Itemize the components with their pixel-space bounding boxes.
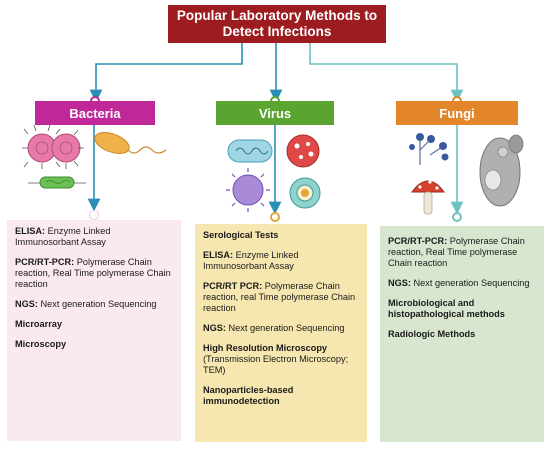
method-item: Serological Tests bbox=[203, 230, 279, 240]
method-item: PCR/RT PCR: Polymerase Chain reaction, r… bbox=[203, 281, 356, 313]
rod-bacterium-icon bbox=[28, 176, 86, 189]
method-item: PCR/RT-PCR: Polymerase Chain reaction, R… bbox=[15, 257, 171, 289]
connector-title-bacteria bbox=[89, 43, 243, 103]
filovirus-icon bbox=[227, 139, 273, 163]
method-item: PCR/RT-PCR: Polymerase Chain reaction, R… bbox=[388, 236, 525, 268]
rotavirus-icon bbox=[289, 177, 321, 209]
method-item: Radiologic Methods bbox=[388, 329, 476, 339]
mushroom-icon bbox=[411, 180, 445, 215]
spiky-virus-icon bbox=[226, 168, 270, 212]
category-bacteria: Bacteria bbox=[35, 101, 155, 125]
title-line-1: Popular Laboratory Methods to bbox=[176, 8, 378, 23]
method-item: Microscopy bbox=[15, 339, 67, 349]
method-item: Nanoparticles-based immunodetection bbox=[203, 385, 294, 406]
method-item: NGS: Next generation Sequencing bbox=[203, 323, 345, 333]
method-item: Microbiological and histopathological me… bbox=[388, 298, 505, 319]
bacteria-illustration bbox=[22, 124, 167, 189]
category-fungi: Fungi bbox=[396, 101, 518, 125]
title-line-2: Detect Infections bbox=[222, 24, 332, 39]
coronavirus-icon bbox=[286, 134, 320, 168]
method-item: Microarray bbox=[15, 319, 62, 329]
bacteria-panel-node bbox=[89, 210, 99, 220]
virus-panel-node bbox=[270, 212, 280, 222]
bacillus-flagellum-icon bbox=[94, 132, 167, 154]
fungi-illustration bbox=[409, 133, 524, 215]
diagram-title: Popular Laboratory Methods to Detect Inf… bbox=[168, 5, 386, 43]
method-item: High Resolution Microscopy (Transmission… bbox=[203, 343, 349, 375]
method-item: NGS: Next generation Sequencing bbox=[15, 299, 157, 309]
mold-icon bbox=[409, 133, 449, 165]
bacteria-methods-panel: ELISA: Enzyme Linked Immunosorbant Assay… bbox=[7, 220, 181, 441]
method-item: NGS: Next generation Sequencing bbox=[388, 278, 530, 288]
connector-title-fungi bbox=[309, 43, 464, 103]
fungi-methods-panel: PCR/RT-PCR: Polymerase Chain reaction, R… bbox=[380, 226, 544, 442]
yeast-cell-icon bbox=[479, 134, 524, 207]
virus-methods-panel: Serological Tests ELISA: Enzyme Linked I… bbox=[195, 224, 367, 442]
method-item: ELISA: Enzyme Linked Immunosorbant Assay bbox=[203, 250, 299, 271]
method-item: ELISA: Enzyme Linked Immunosorbant Assay bbox=[15, 226, 111, 247]
fungi-panel-node bbox=[452, 212, 462, 222]
diplococcus-icon bbox=[22, 124, 84, 169]
category-virus: Virus bbox=[216, 101, 334, 125]
virus-illustration bbox=[226, 134, 321, 212]
